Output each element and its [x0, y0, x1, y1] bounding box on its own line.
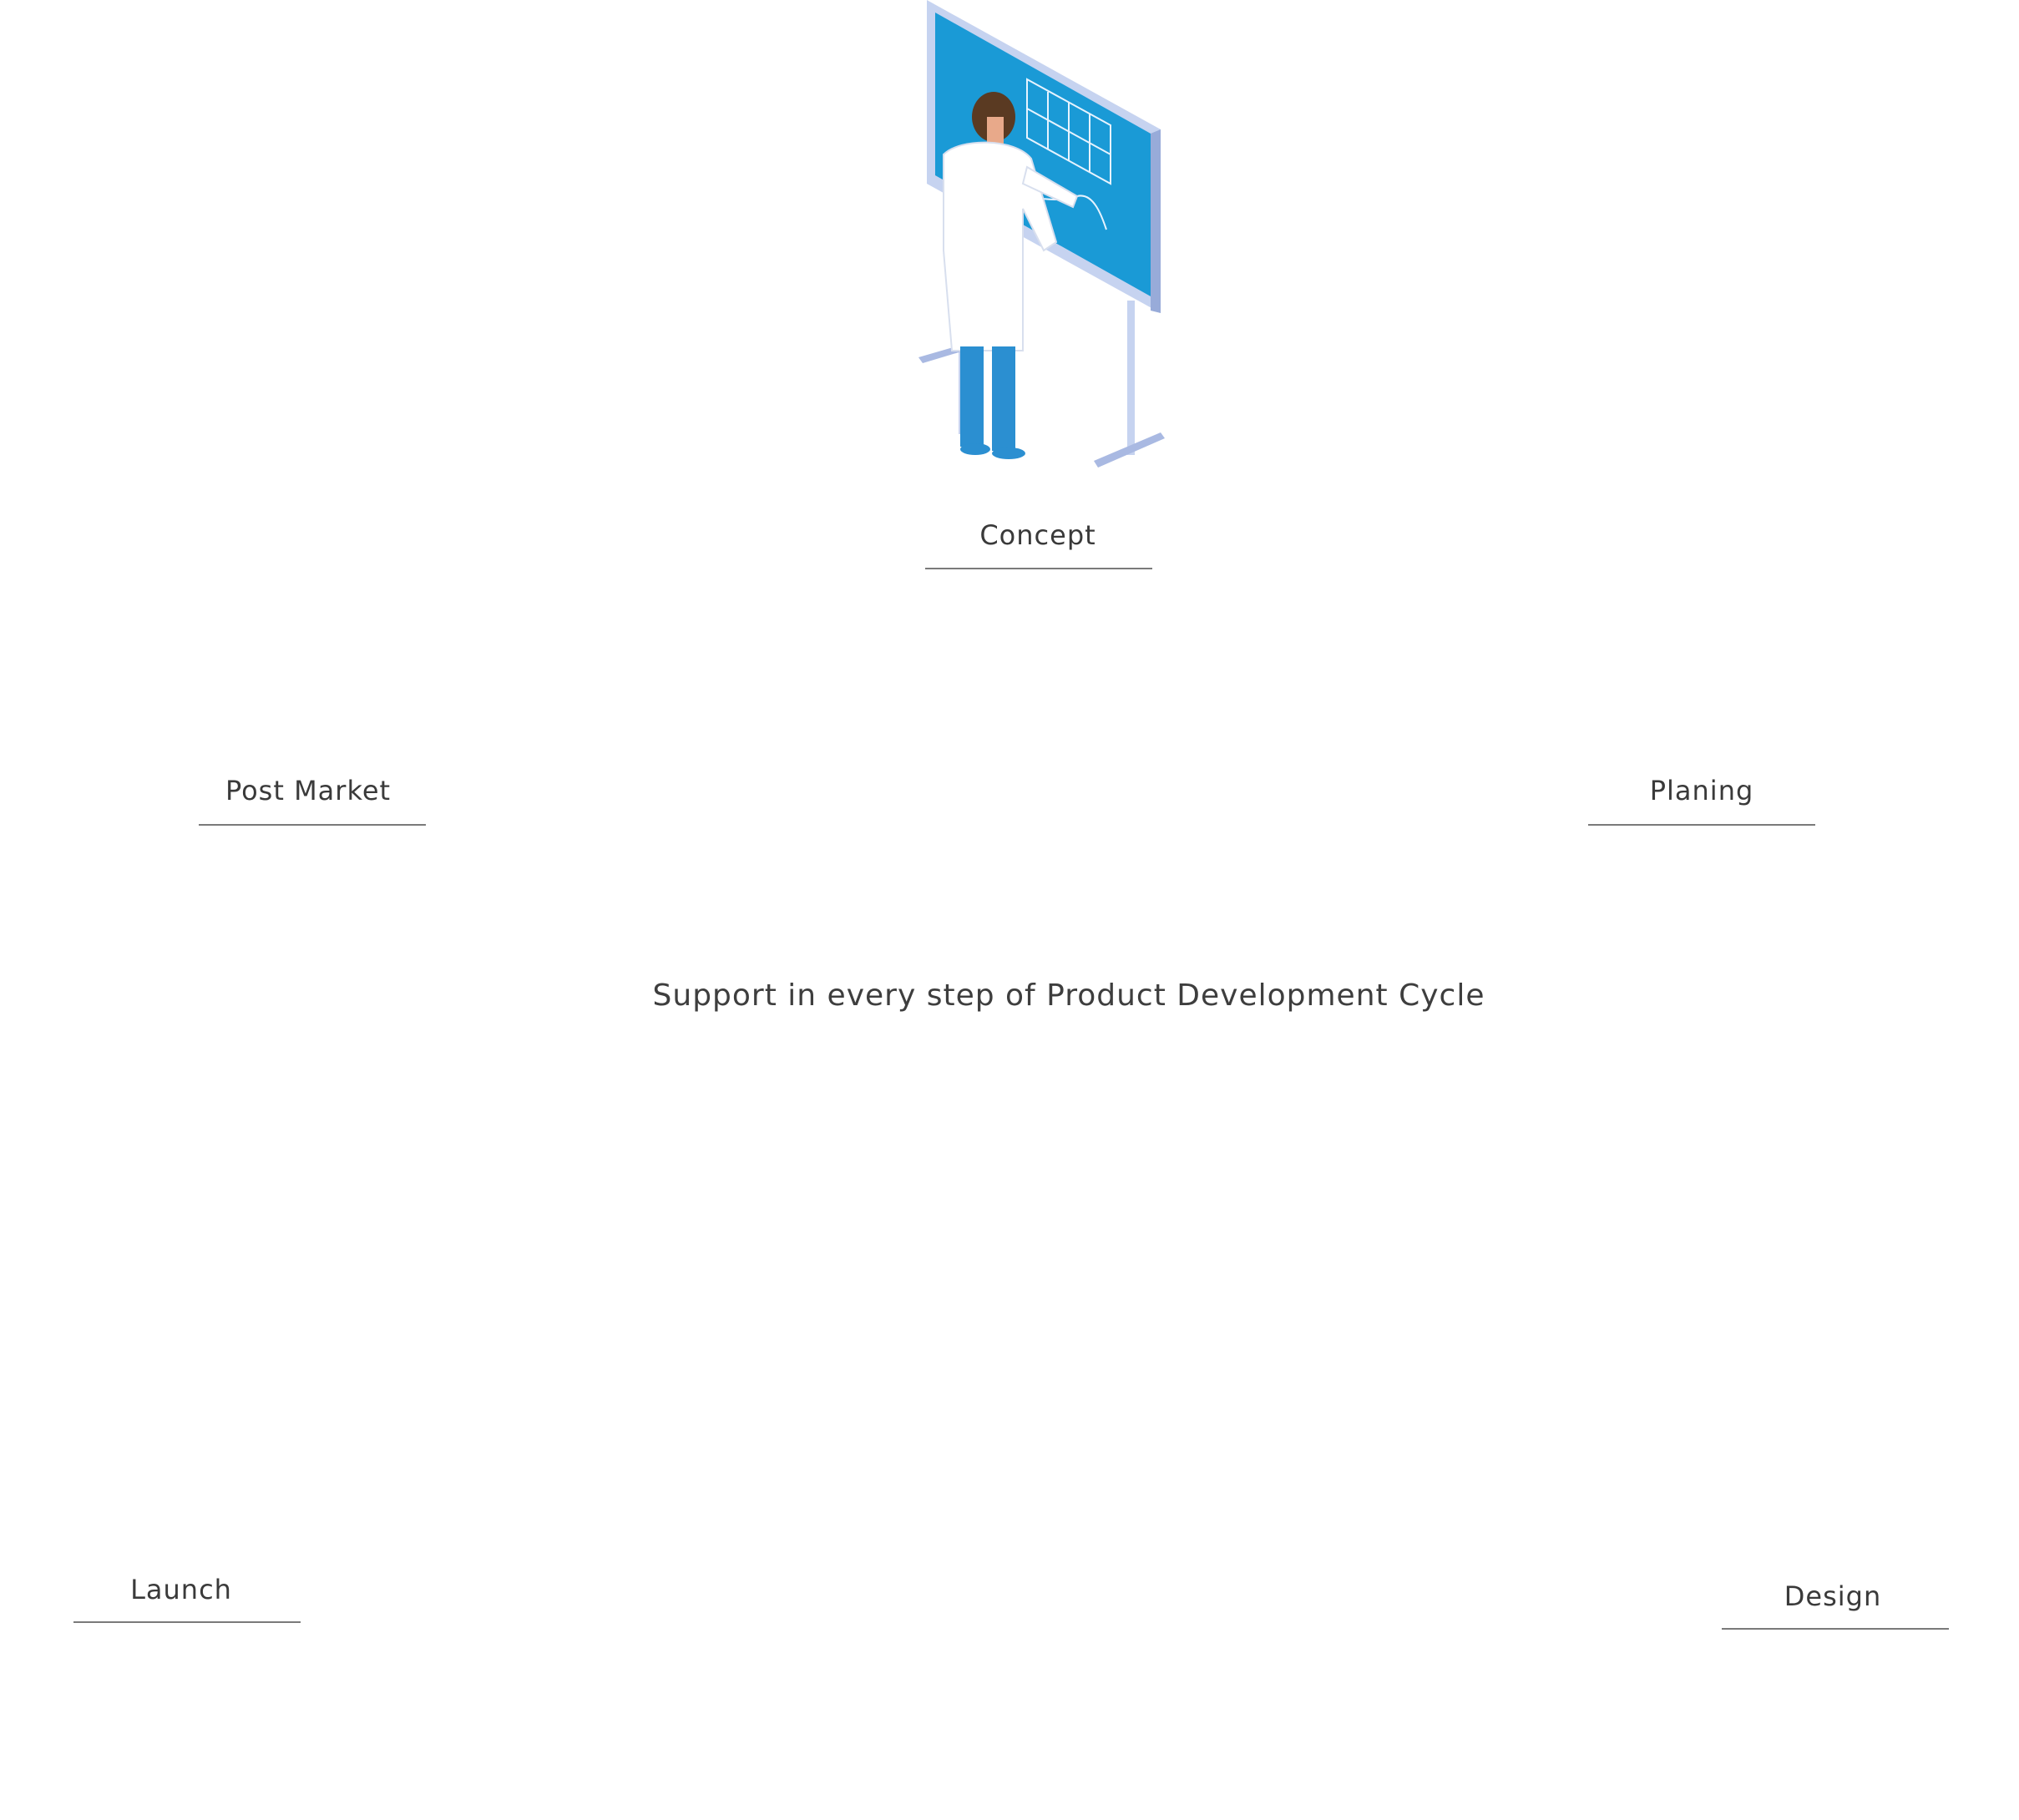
stage-label-post-market: Post Market: [225, 775, 392, 806]
cycle-headline: Support in every step of Product Develop…: [652, 978, 1485, 1013]
stage-rule-post-market: [199, 824, 426, 826]
whiteboard-icon: [918, 0, 1165, 468]
stage-label-planing: Planing: [1649, 775, 1754, 806]
stage-rule-planing: [1588, 824, 1815, 826]
stage-rule-design: [1722, 1628, 1949, 1630]
stage-rule-concept: [925, 568, 1152, 569]
stage-label-design: Design: [1784, 1580, 1882, 1612]
stage-label-concept: Concept: [979, 519, 1096, 551]
stage-label-launch: Launch: [130, 1574, 232, 1605]
stage-rule-launch: [73, 1621, 301, 1623]
